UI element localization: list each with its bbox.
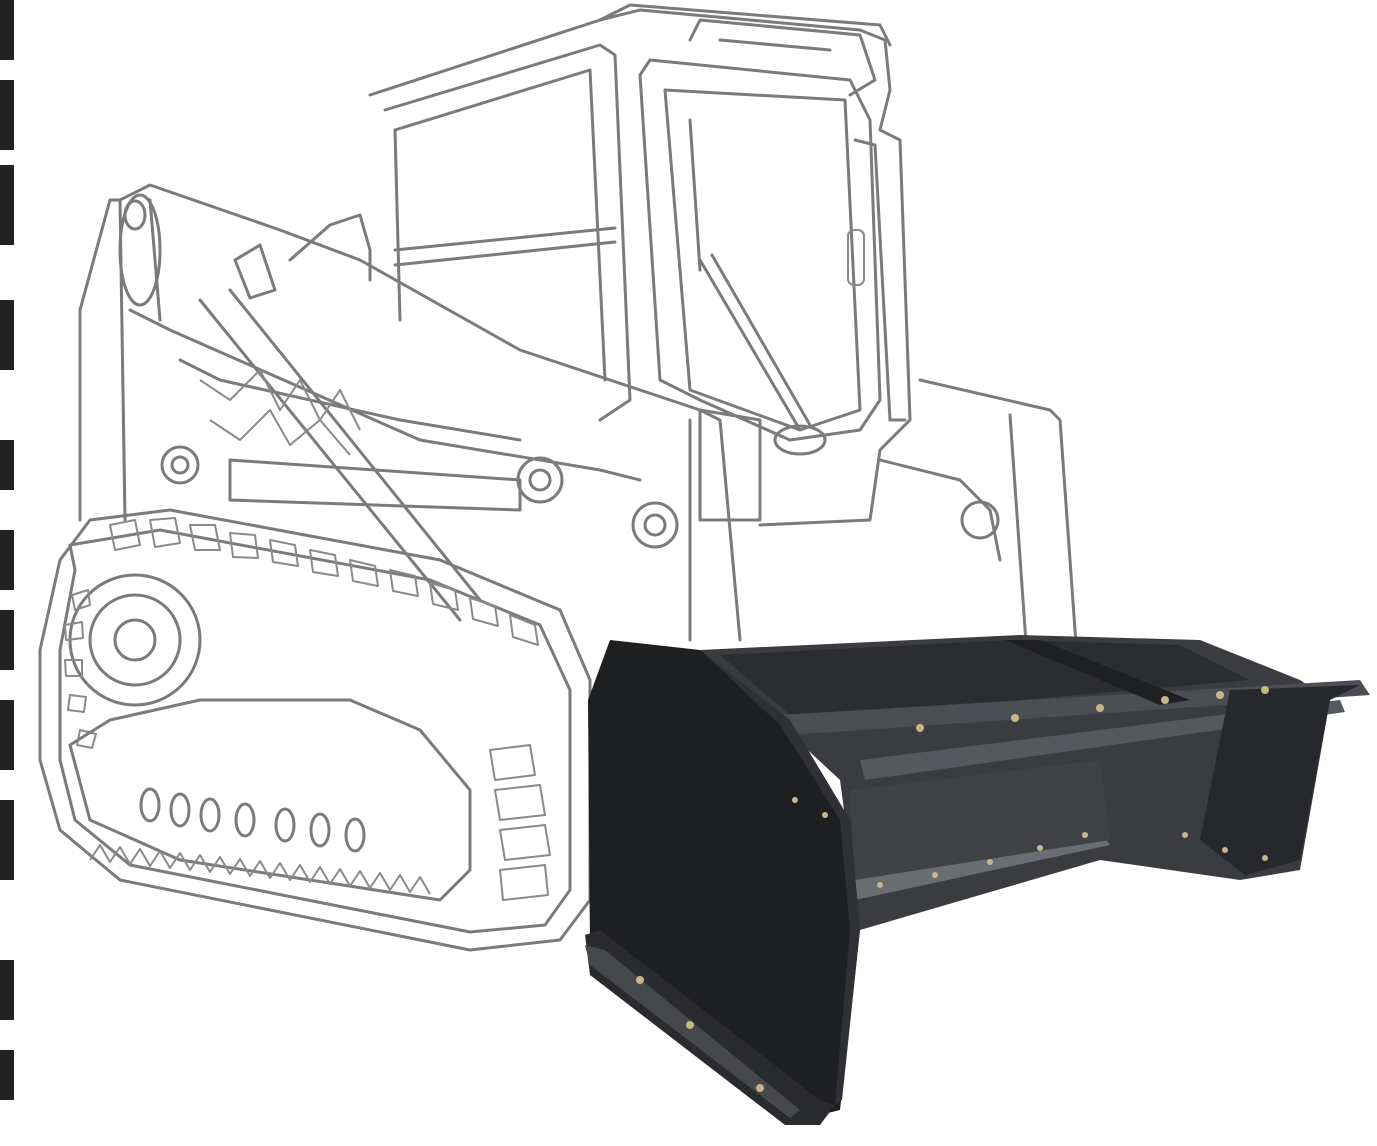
edge-marks [0, 0, 14, 1100]
loader-body [78, 3, 1082, 702]
snow-pusher-attachment [585, 635, 1370, 1125]
track-assembly [38, 508, 592, 952]
